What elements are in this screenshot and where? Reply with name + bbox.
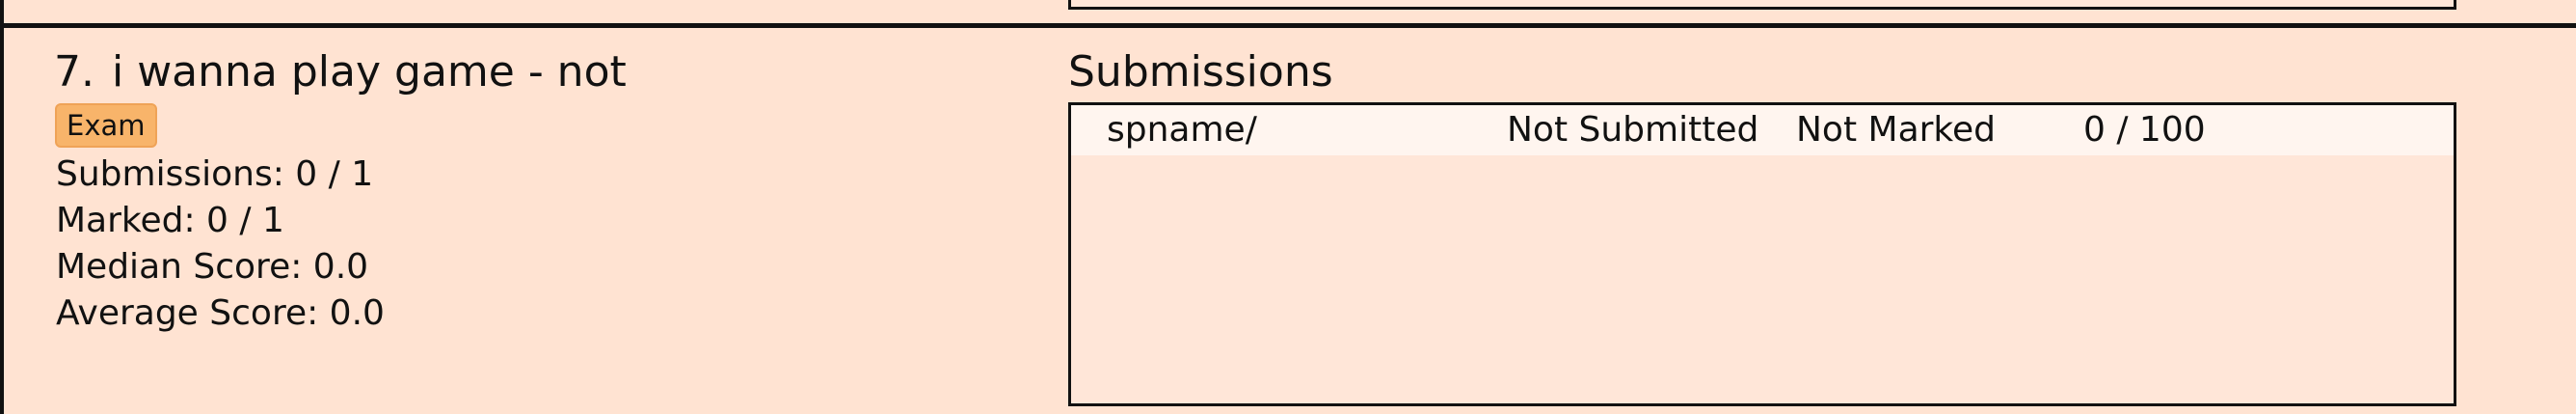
submission-row[interactable]: spname/ Not Submitted Not Marked 0 / 100 <box>1071 105 2454 155</box>
submission-score: 0 / 100 <box>2083 110 2206 150</box>
submission-name[interactable]: spname/ <box>1107 110 1257 150</box>
section-divider <box>4 23 2576 28</box>
submissions-count: Submissions: 0 / 1 <box>56 154 374 194</box>
assignment-title[interactable]: 7. i wanna play game - not <box>54 47 627 98</box>
median-score: Median Score: 0.0 <box>56 247 369 287</box>
assignment-name: i wanna play game - not <box>111 47 627 97</box>
marked-count: Marked: 0 / 1 <box>56 201 284 240</box>
exam-badge: Exam <box>55 103 157 148</box>
submissions-heading: Submissions <box>1068 47 1333 97</box>
submissions-list: spname/ Not Submitted Not Marked 0 / 100 <box>1068 102 2456 406</box>
marking-status: Not Marked <box>1796 110 1996 150</box>
assignment-section: 7. i wanna play game - not Exam Submissio… <box>4 28 2576 414</box>
assignment-stats: Submissions: 0 / 1 Marked: 0 / 1 Median … <box>56 152 385 337</box>
assignment-number: 7. <box>54 47 94 97</box>
previous-submissions-box <box>1068 0 2456 10</box>
submission-status: Not Submitted <box>1507 110 1759 150</box>
average-score: Average Score: 0.0 <box>56 293 385 333</box>
